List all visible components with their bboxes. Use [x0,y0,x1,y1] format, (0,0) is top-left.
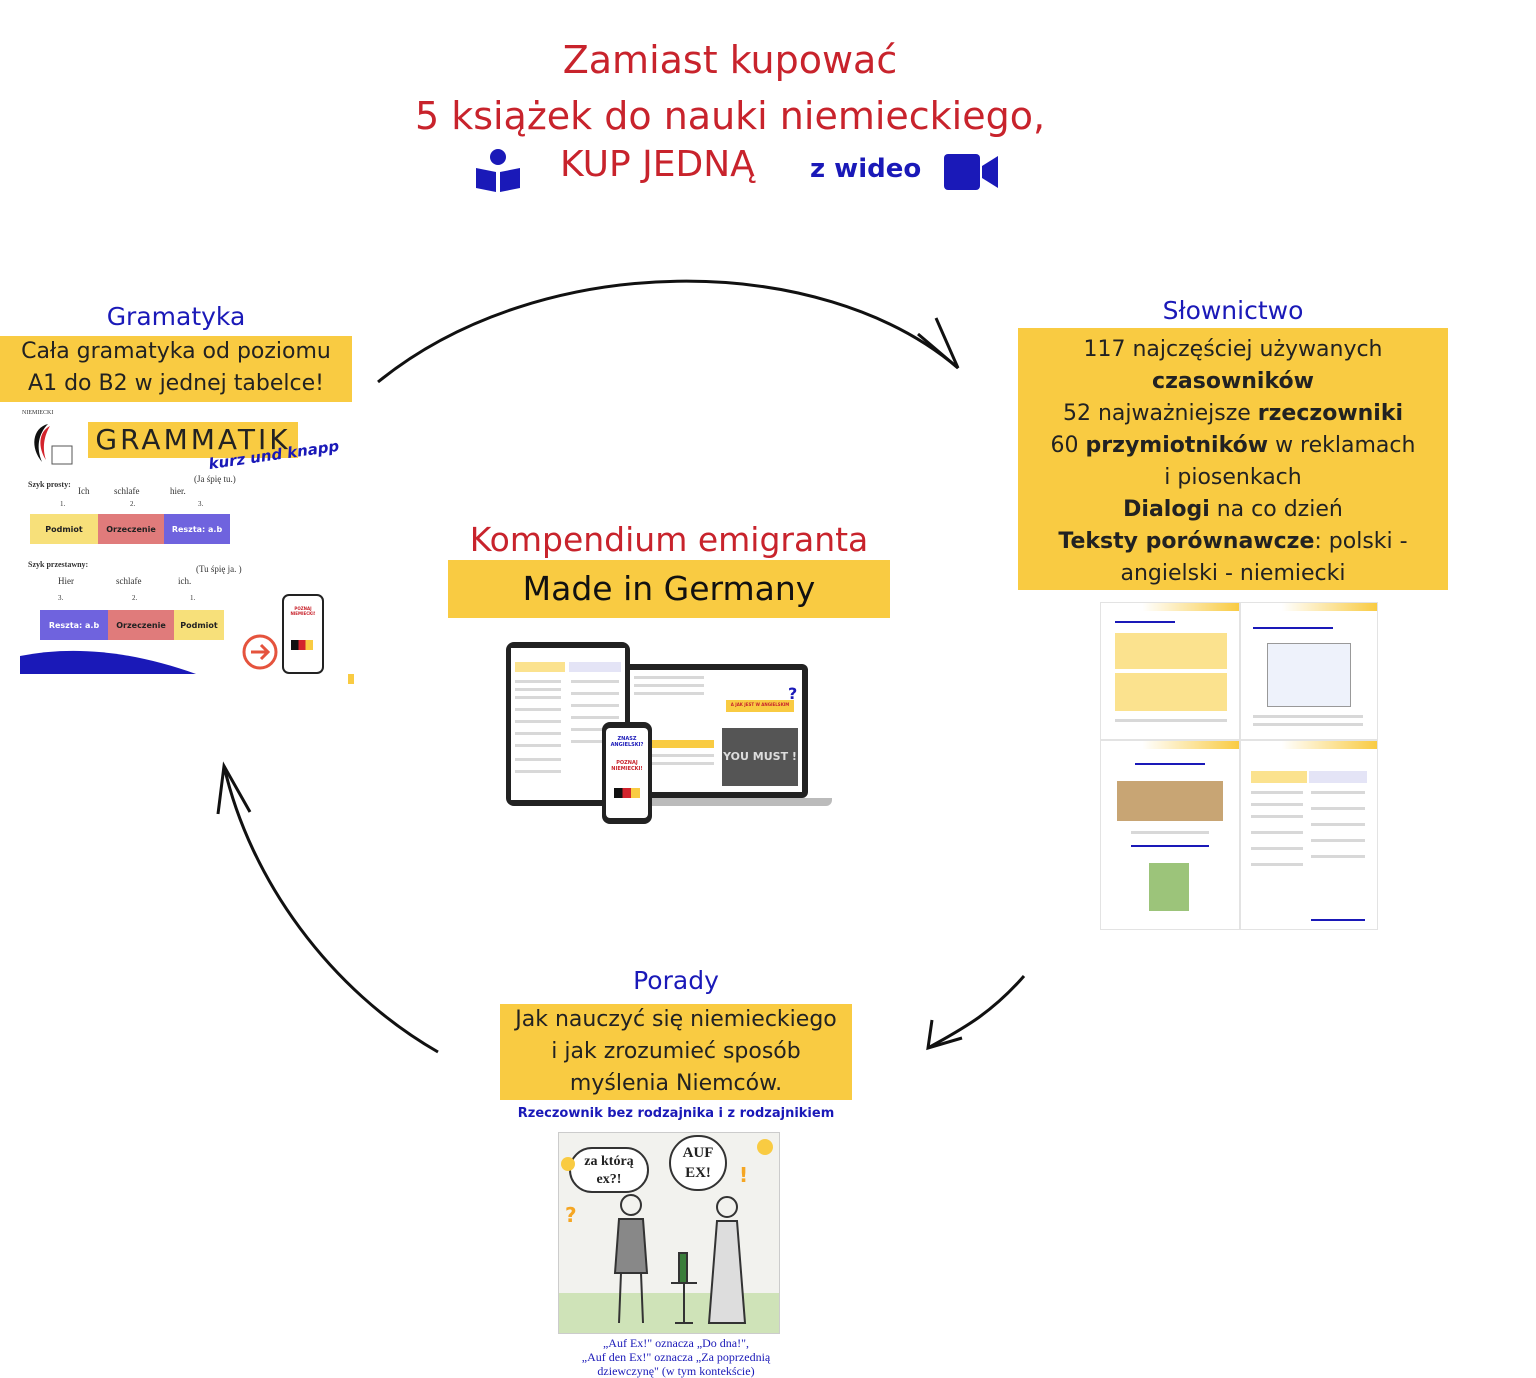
word-1: Ich [78,486,90,496]
you-must-text: YOU MUST ! [723,750,797,763]
laptop-screen: A JAK JEST W ANGIELSKIM ? YOU MUST ! [622,664,808,798]
vocab-line-1: 117 najczęściej używanych [1083,337,1383,362]
phone: ZNASZ ANGIELSKI? POZNAJ NIEMIECKI! [602,722,652,824]
speech-bubble-1: za którą ex?! [569,1147,649,1193]
caption-line-1: „Auf Ex!" oznacza „Do dna!", [602,1336,750,1350]
you-must-image: YOU MUST ! [722,728,798,786]
num-6: 1. [190,594,196,602]
word-6: ich. [178,576,192,586]
tips-line-2: i jak zrozumieć sposób [551,1039,801,1064]
simple-order-label: Szyk prosty: [28,480,71,489]
tips-illustration: za którą ex?! AUF EX! ! ? [558,1132,780,1334]
yellow-mark [348,674,354,684]
tips-caption-top: Rzeczownik bez rodzajnika i z rodzajniki… [517,1106,835,1121]
thumb-page-2 [1240,602,1378,740]
arrow-bottom [222,765,439,1054]
grammar-line-1: Cała gramatyka od poziomu [21,339,331,364]
emoji-icon-1 [561,1157,575,1171]
thumb-page-1 [1100,602,1240,740]
vocab-line-6: Dialogi na co dzień [1123,497,1343,522]
two-people-drawing [613,1194,747,1324]
cell-rest: Reszta: a.b [164,514,230,544]
tips-line-3: myślenia Niemców. [569,1071,783,1096]
food-photo [1117,781,1223,821]
buy-one-text: KUP JEDNĄ [560,144,755,185]
word-2: schlafe [114,486,140,496]
headline-line-2: 5 książek do nauki niemieckiego, [414,94,1046,138]
cell-rest-2: Reszta: a.b [40,610,108,640]
grammar-preview: NIEMIECKI GRAMMATIK kurz und knapp (Ja ś… [18,408,358,686]
cartoon-image [1267,643,1351,707]
vocab-line-4: 60 przymiotników w reklamach [1050,433,1416,458]
vocab-line-5: i piosenkach [1164,465,1302,490]
brand-label: NIEMIECKI [22,410,54,416]
grammatik-heading: GRAMMATIK [88,422,298,458]
grammar-line-2: A1 do B2 w jednej tabelce! [28,371,324,396]
inverted-order-label: Szyk przestawny: [28,560,89,569]
tips-box: Jak nauczyć się niemieckiego i jak zrozu… [500,1004,852,1100]
laptop-banner: A JAK JEST W ANGIELSKIM [730,702,790,707]
phone-top-text: ZNASZ ANGIELSKI? [610,736,644,748]
tips-caption: „Auf Ex!" oznacza „Do dna!", „Auf den Ex… [520,1336,832,1378]
caption-line-3: dziewczynę" (w tym kontekście) [597,1364,755,1378]
num-4: 3. [58,594,64,602]
devices-mockup: A JAK JEST W ANGIELSKIM ? YOU MUST ! [504,640,834,826]
flag-icon [291,640,313,650]
vocab-line-7: Teksty porównawcze: polski - [1058,529,1408,554]
word-3: hier. [170,486,186,496]
cell-predicate-2: Orzeczenie [108,610,174,640]
headline: Zamiast kupować 5 książek do nauki niemi… [300,32,1160,144]
vocab-line-2: czasowników [1152,369,1314,394]
exclamation-icon: ! [739,1163,749,1187]
vocab-box: 117 najczęściej używanych czasowników 52… [1018,328,1448,590]
video-camera-icon [944,154,998,190]
phone-mockup: POZNAJ NIEMIECKI! [282,594,324,674]
center-title: Kompendium emigranta [469,520,869,559]
headline-line-3: KUP JEDNĄ z wideo [460,140,1020,196]
center-subtitle: Made in Germany [448,560,890,618]
book-cover-photo [1149,863,1189,911]
phone-text: POZNAJ NIEMIECKI! [290,606,316,616]
emoji-icon-2 [757,1139,773,1155]
arrow-circle-icon [242,634,278,670]
num-5: 2. [132,594,138,602]
thumb-page-4 [1240,740,1378,930]
headline-line-1: Zamiast kupować [562,38,898,82]
blue-wave-shape [20,650,196,674]
vocab-line-8: angielski - niemiecki [1120,561,1346,586]
num-2: 2. [130,500,136,508]
note-1: (Ja śpię tu.) [194,474,236,484]
phone-flag-icon [614,788,640,798]
book-reader-icon [476,149,520,192]
question-mark-icon: ? [565,1203,577,1227]
cell-predicate: Orzeczenie [98,514,164,544]
vocab-title: Słownictwo [1162,296,1304,325]
question-icon: ? [788,684,798,703]
note-2: (Tu śpię ja. ) [196,564,242,574]
grammar-box: Cała gramatyka od poziomu A1 do B2 w jed… [0,336,352,402]
tips-title: Porady [633,966,719,995]
thumb-page-3 [1100,740,1240,930]
with-video-text: z wideo [810,154,922,184]
flag-logo-icon [34,424,73,465]
arrow-right [927,975,1026,1050]
speech-bubble-2: AUF EX! [669,1135,727,1191]
cell-subject: Podmiot [30,514,98,544]
word-5: schlafe [116,576,142,586]
grammar-title: Gramatyka [106,302,246,331]
num-3: 3. [198,500,204,508]
laptop-base [600,798,832,806]
cell-subject-2: Podmiot [174,610,224,640]
num-1: 1. [60,500,66,508]
word-4: Hier [58,576,74,586]
tips-line-1: Jak nauczyć się niemieckiego [515,1007,837,1032]
caption-line-2: „Auf den Ex!" oznacza „Za poprzednią [581,1350,771,1364]
phone-mid-text: POZNAJ NIEMIECKI! [611,760,643,772]
vocab-line-3: 52 najważniejsze rzeczowniki [1062,401,1404,426]
arrow-top [377,279,959,384]
